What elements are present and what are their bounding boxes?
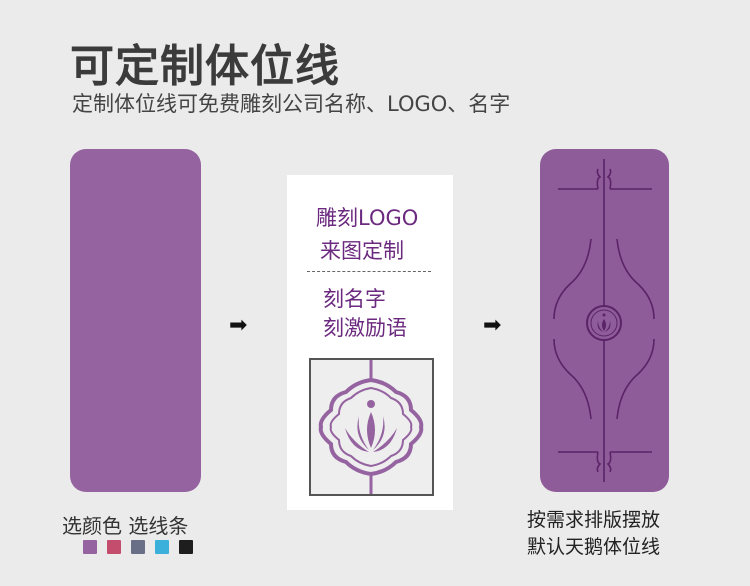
engrave-name-text: 刻名字 bbox=[323, 287, 386, 311]
engrave-motto-text: 刻激励语 bbox=[323, 316, 407, 340]
plain-yoga-mat bbox=[70, 149, 201, 492]
color-swatch-pink[interactable] bbox=[107, 540, 121, 554]
custom-image-text: 来图定制 bbox=[320, 239, 404, 263]
customization-card: 雕刻LOGO 来图定制 刻名字 刻激励语 bbox=[287, 175, 453, 510]
layout-caption: 按需求排版摆放 bbox=[527, 509, 661, 531]
arrow-right-icon: ➡ bbox=[229, 313, 248, 338]
alignment-lines-icon bbox=[553, 159, 655, 482]
arrow-right-icon: ➡ bbox=[483, 313, 502, 338]
default-line-caption: 默认天鹅体位线 bbox=[527, 536, 661, 558]
page-title: 可定制体位线 bbox=[70, 41, 340, 92]
lotus-icon bbox=[318, 360, 424, 494]
choose-color-caption: 选颜色 选线条 bbox=[62, 514, 189, 538]
color-swatch-black[interactable] bbox=[179, 540, 193, 554]
color-swatch-purple[interactable] bbox=[83, 540, 97, 554]
color-swatch-slate[interactable] bbox=[131, 540, 145, 554]
lotus-logo-sample bbox=[309, 358, 434, 496]
dashed-divider bbox=[307, 271, 431, 272]
color-swatches bbox=[83, 540, 193, 554]
logo-engrave-text: 雕刻LOGO bbox=[316, 206, 419, 230]
color-swatch-blue[interactable] bbox=[155, 540, 169, 554]
page-subtitle: 定制体位线可免费雕刻公司名称、LOGO、名字 bbox=[72, 92, 511, 116]
custom-yoga-mat bbox=[540, 149, 669, 492]
